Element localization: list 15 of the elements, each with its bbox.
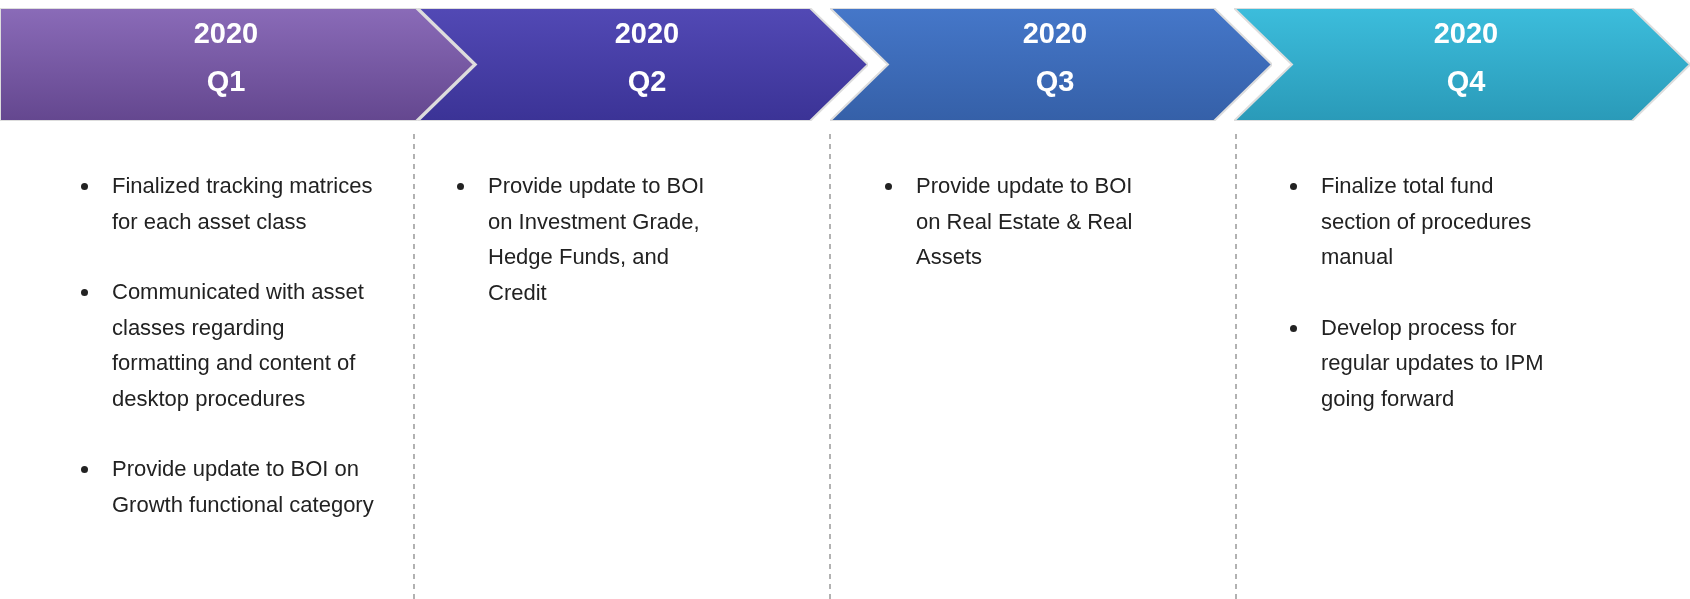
year-label: 2020	[192, 17, 260, 50]
quarter-label: Q1	[205, 65, 247, 98]
bullet-text: Provide update to BOI on Growth functional category	[112, 455, 374, 519]
bullet-text: Communicated with asset classes regarding formatting and content of desktop procedures	[112, 278, 365, 413]
quarter-label: Q3	[1034, 65, 1076, 98]
bullet-text: Develop process for regular updates to IPM going forward	[1321, 313, 1545, 413]
quarter-label: Q4	[1445, 65, 1487, 98]
bullet-text: Provide update to BOI on Investment Grade, Hedge Funds, and Credit	[488, 172, 706, 307]
year-label: 2020	[1432, 17, 1500, 50]
quarter-label: Q2	[626, 65, 668, 98]
bullet-text: Provide update to BOI on Real Estate & Real Assets	[916, 172, 1134, 271]
bullet-text: Finalized tracking matrices for each asset class	[112, 172, 374, 236]
year-label: 2020	[1021, 17, 1089, 50]
bullet-text: Finalize total fund section of procedures manual	[1321, 172, 1533, 271]
year-label: 2020	[613, 17, 681, 50]
